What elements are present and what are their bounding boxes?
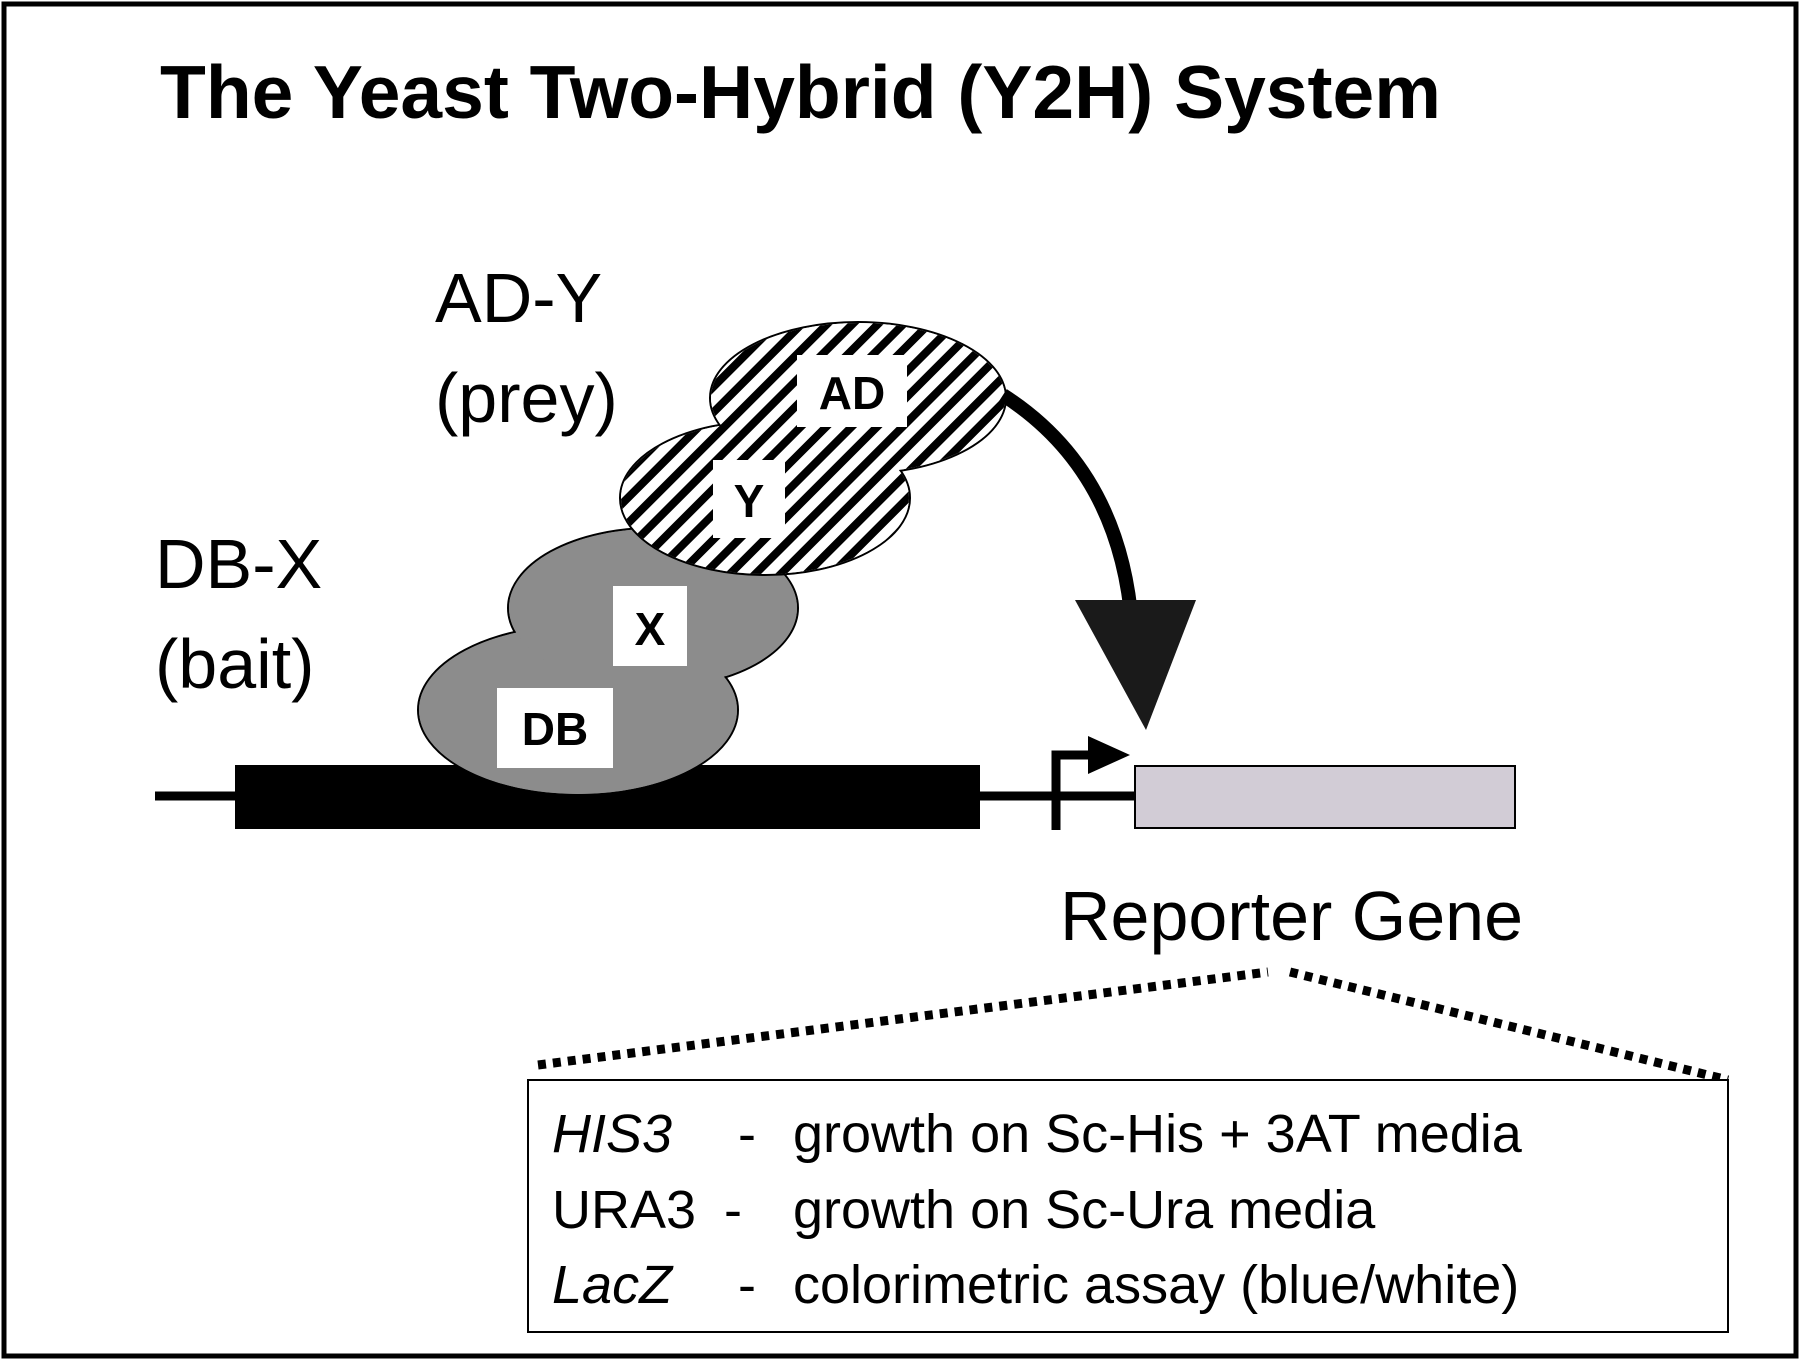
prey-name-label: AD-Y xyxy=(435,259,602,337)
reporter-gene-label: Reporter Gene xyxy=(1060,877,1523,955)
callout-line-right xyxy=(1288,967,1730,1085)
bait-name-label: DB-X xyxy=(155,525,322,603)
reporter-description: colorimetric assay (blue/white) xyxy=(793,1255,1519,1315)
reporter-separator: - xyxy=(724,1180,742,1240)
reporter-separator: - xyxy=(738,1255,756,1315)
reporter-separator: - xyxy=(738,1104,756,1164)
activation-arrow xyxy=(999,389,1139,626)
reporter-gene-name: LacZ xyxy=(552,1255,674,1315)
prey-role-label: (prey) xyxy=(435,359,618,437)
reporter-row: URA3 - growth on Sc-Ura media xyxy=(552,1180,1376,1240)
reporter-description: growth on Sc-His + 3AT media xyxy=(793,1104,1523,1164)
promoter-arrowhead-icon xyxy=(1088,736,1130,774)
y-domain-label: Y xyxy=(734,475,765,527)
reporter-description: growth on Sc-Ura media xyxy=(793,1180,1376,1240)
x-domain-label: X xyxy=(635,603,666,655)
activation-arrowhead-icon xyxy=(1075,600,1196,730)
reporter-gene-box xyxy=(1134,765,1516,829)
bait-role-label: (bait) xyxy=(155,625,314,703)
callout-line-left xyxy=(537,967,1269,1070)
reporter-legend-box xyxy=(527,1079,1729,1333)
reporter-gene-name: URA3 xyxy=(552,1180,696,1240)
db-domain-label: DB xyxy=(522,703,588,755)
promoter-arrow xyxy=(1051,750,1090,830)
reporter-gene-name: HIS3 xyxy=(552,1104,672,1164)
ad-domain-label: AD xyxy=(819,367,885,419)
reporter-row: LacZ - colorimetric assay (blue/white) xyxy=(552,1255,1519,1315)
reporter-row: HIS3 - growth on Sc-His + 3AT media xyxy=(552,1104,1523,1164)
figure-title: The Yeast Two-Hybrid (Y2H) System xyxy=(160,50,1441,134)
